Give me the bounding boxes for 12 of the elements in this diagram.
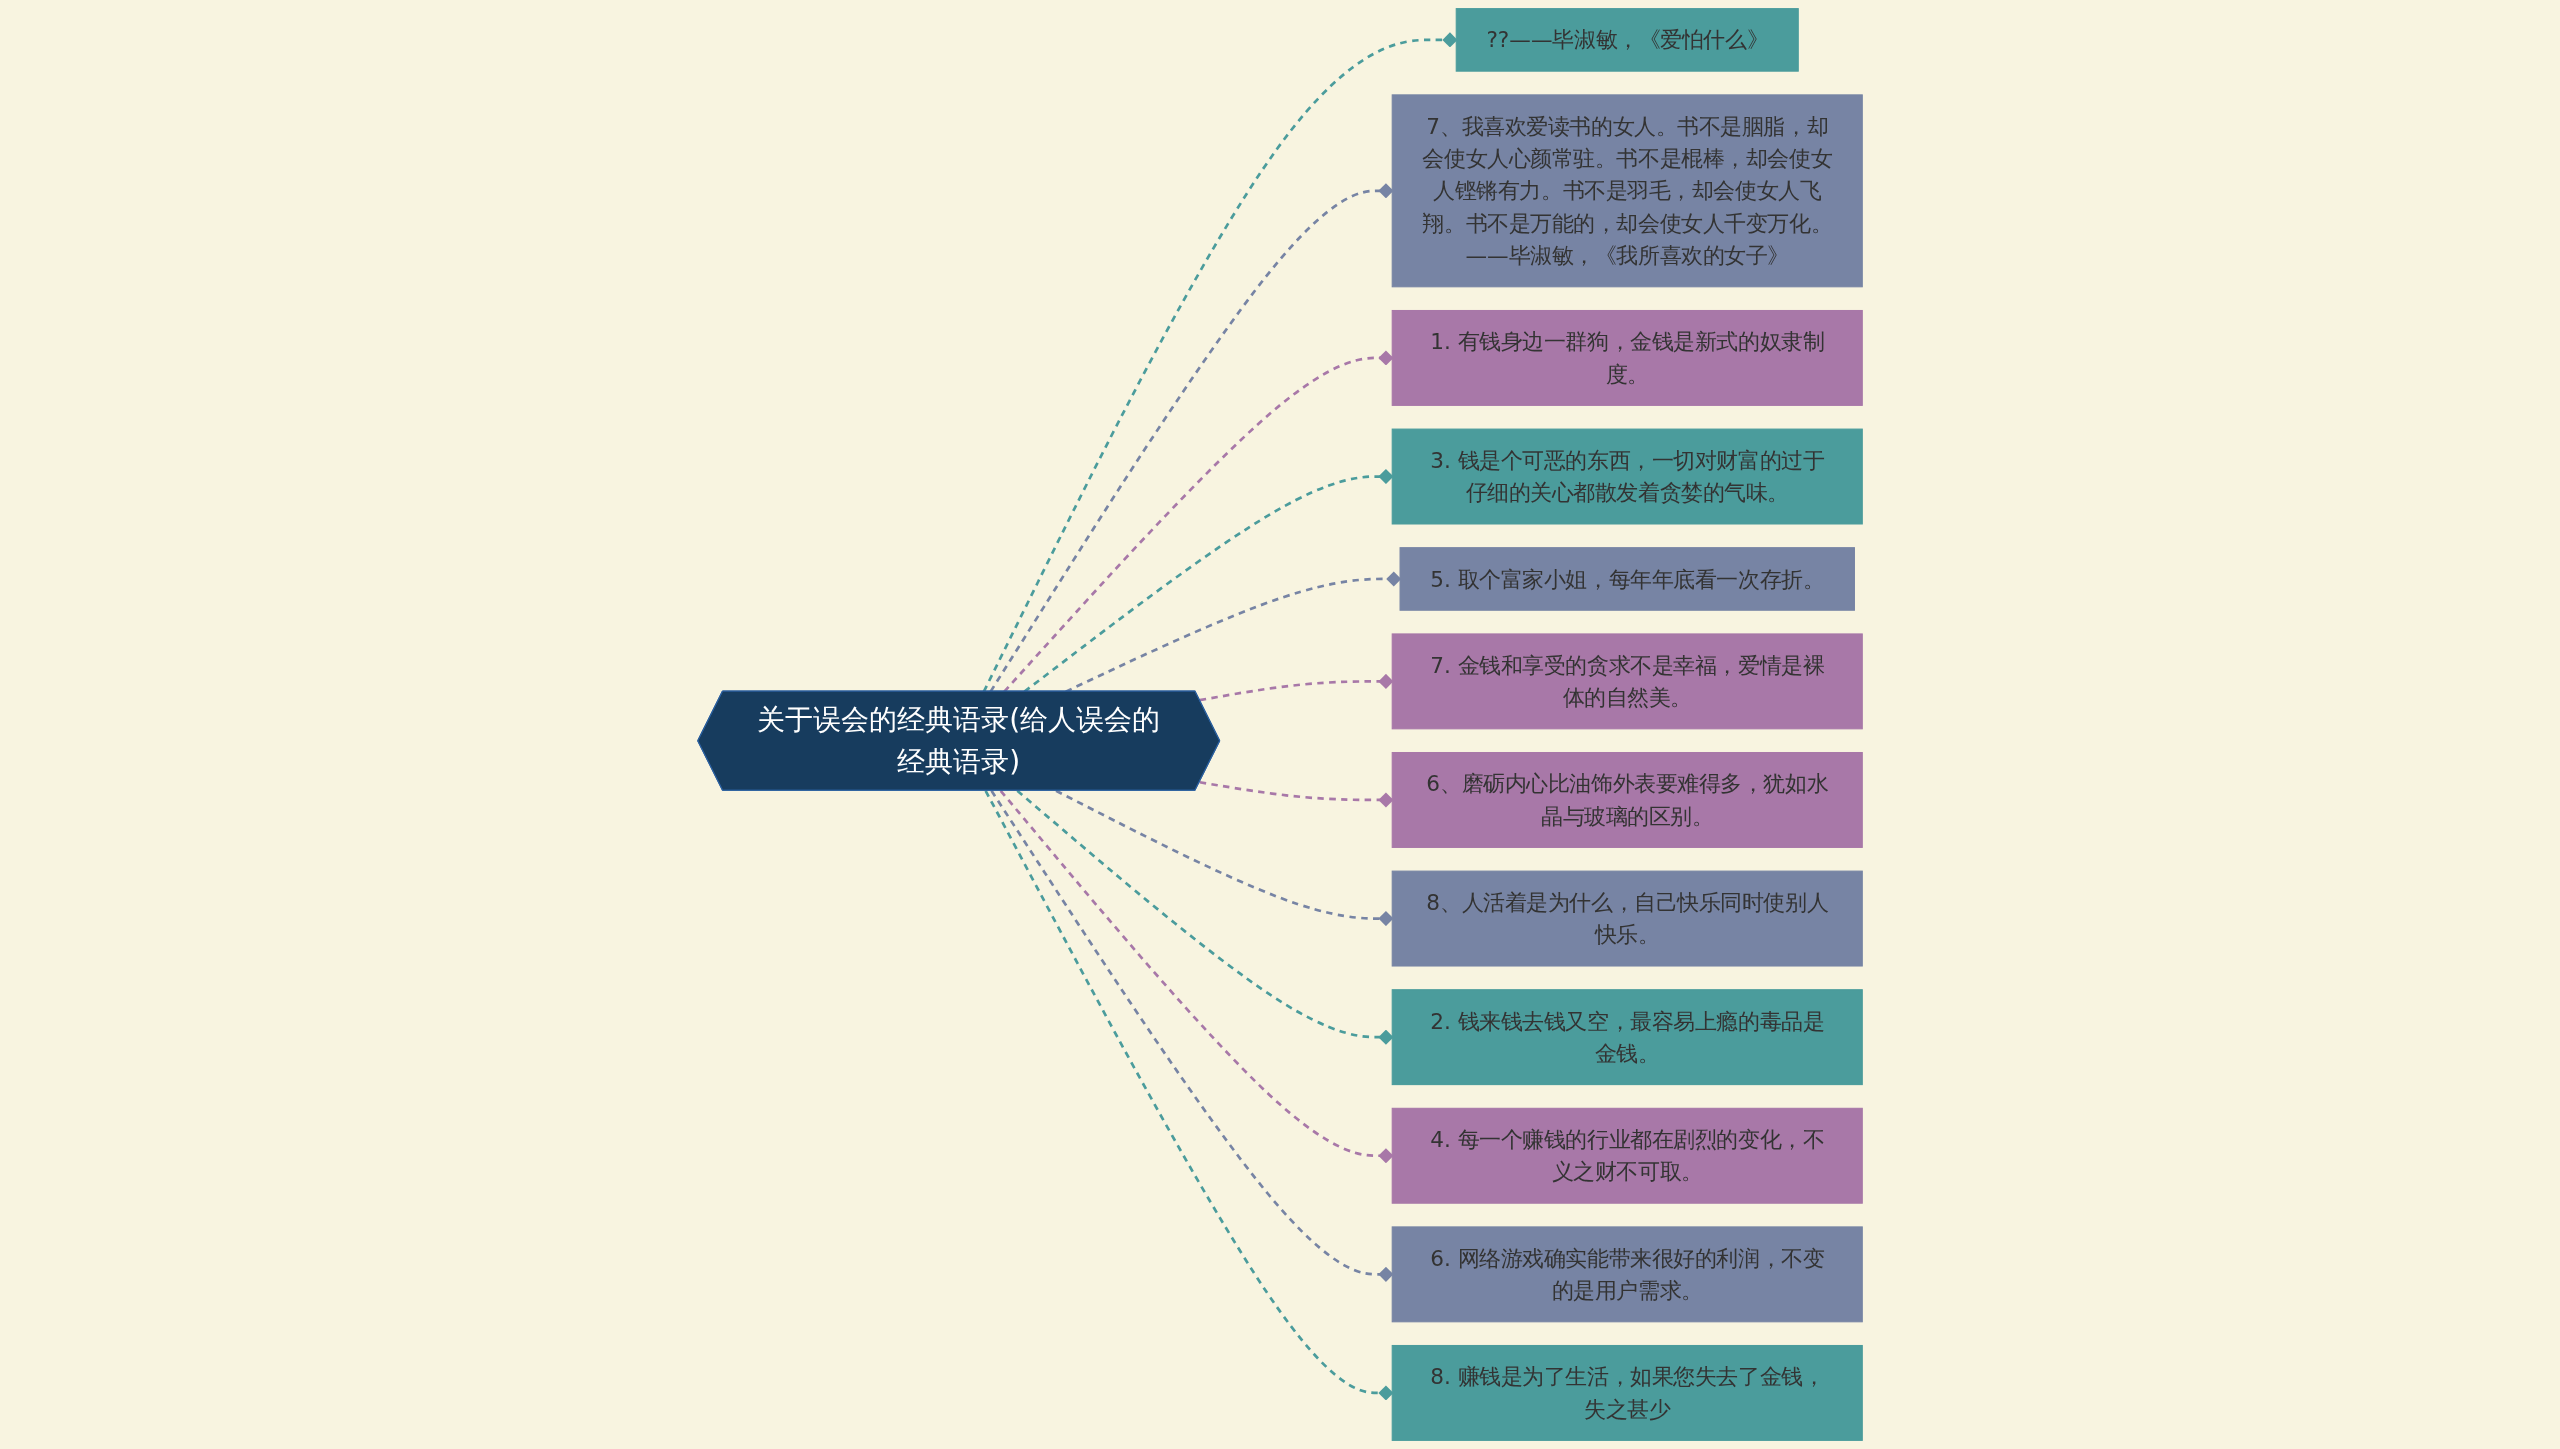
node-box: 6. 网络游戏确实能带来很好的利润，不变的是用户需求。 xyxy=(1391,1226,1863,1323)
node-box: 8. 赚钱是为了生活，如果您失去了金钱，失之甚少 xyxy=(1391,1344,1863,1441)
node-box: 1. 有钱身边一群狗，金钱是新式的奴隶制度。 xyxy=(1391,309,1863,406)
node-box: 7、我喜欢爱读书的女人。书不是胭脂，却会使女人心颜常驻。书不是棍棒，却会使女人铿锵有力。书不是羽毛，却会使女人飞翔。书不是万能的，却会使女人千变万化。——毕淑敏，《我所喜欢的女子》 xyxy=(1391,94,1863,288)
node-box: 8、人活着是为什么，自己快乐同时使别人快乐。 xyxy=(1391,870,1863,967)
node-box: ??——毕淑敏，《爱怕什么》 xyxy=(1455,8,1799,72)
node-box: 7. 金钱和享受的贪求不是幸福，爱情是裸体的自然美。 xyxy=(1391,633,1863,730)
node-box: 4. 每一个赚钱的行业都在剧烈的变化，不义之财不可取。 xyxy=(1391,1107,1863,1204)
node-box: 6、磨砺内心比油饰外表要难得多，犹如水晶与玻璃的区别。 xyxy=(1391,752,1863,848)
node-box: 2. 钱来钱去钱又空，最容易上瘾的毒品是金钱。 xyxy=(1391,989,1863,1086)
node-box: 3. 钱是个可恶的东西，一切对财富的过于仔细的关心都散发着贪婪的气味。 xyxy=(1391,428,1863,525)
node-box: 5. 取个富家小姐，每年年底看一次存折。 xyxy=(1399,547,1855,611)
